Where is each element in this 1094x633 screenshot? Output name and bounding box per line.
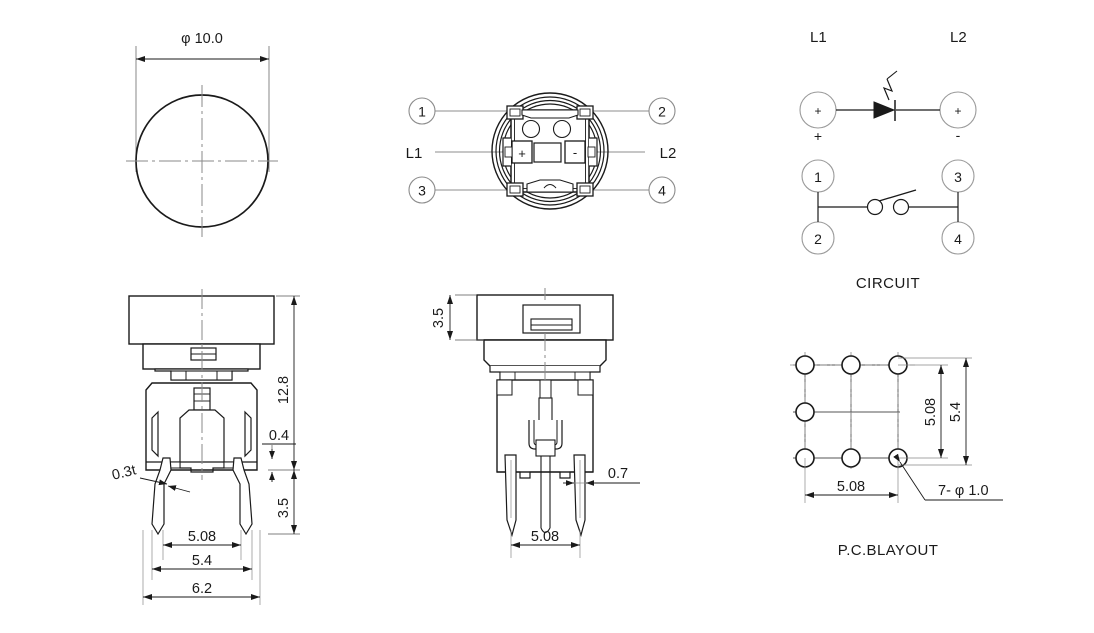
circuit-pin-1-label: 1 (814, 169, 822, 185)
terminal-pin-4-label: 4 (658, 183, 666, 199)
circuit-anode-polarity: + (814, 128, 822, 144)
terminal-led-l1-label: L1 (406, 145, 423, 162)
side-view-overall-width-dim: 6.2 (192, 581, 212, 597)
circuit-anode-node-label: + (814, 104, 821, 118)
pcb-caption: P.C.BLAYOUT (838, 542, 939, 559)
front-view-pitch-dim: 5.08 (531, 529, 559, 545)
pcb-view: 5.08 5.4 5.08 7- φ 1.0 P.C.BLAYOUT (790, 352, 1003, 559)
circuit-cathode-node-label: + (954, 104, 961, 118)
circuit-cathode-polarity: - (956, 127, 961, 143)
bottom-terminal-view: 1 3 L1 2 4 L2 (406, 92, 677, 210)
circuit-pin-2-label: 2 (814, 231, 822, 247)
top-view: φ 10.0 (126, 31, 278, 237)
circuit-pin-3-label: 3 (954, 169, 962, 185)
pcb-pitch-x-dim: 5.08 (837, 479, 865, 495)
front-view-cap-height-dim: 3.5 (431, 308, 447, 328)
circuit-l2-label: L2 (950, 29, 967, 46)
side-view-lead-height-dim: 3.5 (276, 498, 292, 518)
terminal-led-l2-label: L2 (660, 145, 677, 162)
pcb-pitch-y-dim: 5.08 (923, 398, 939, 426)
circuit-l1-label: L1 (810, 29, 827, 46)
pcb-span-y-dim: 5.4 (948, 402, 964, 422)
side-view-pitch-dim: 5.08 (188, 529, 216, 545)
front-view: 3.5 0.7 5.08 (431, 288, 640, 558)
terminal-minus-marker: - (573, 145, 577, 160)
side-view: 12.8 3.5 0.4 0.3t 5.08 5.4 6.2 (110, 289, 300, 605)
side-view-height-dim: 12.8 (276, 376, 292, 404)
circuit-view: L1 L2 + + + - 1 2 3 4 CIRCUIT (799, 29, 977, 292)
terminal-plus-marker: + (518, 146, 526, 161)
top-view-diameter-label: φ 10.0 (181, 31, 223, 47)
pcb-hole-group (795, 355, 908, 468)
terminal-pin-3-label: 3 (418, 183, 426, 199)
circuit-caption: CIRCUIT (856, 275, 920, 292)
terminal-pin-1-label: 1 (418, 104, 426, 120)
side-view-gap-dim: 0.4 (269, 428, 289, 444)
pcb-hole-note: 7- φ 1.0 (938, 483, 989, 499)
side-view-body-width-dim: 5.4 (192, 553, 212, 569)
front-view-lead-width-dim: 0.7 (608, 466, 628, 482)
terminal-pin-2-label: 2 (658, 104, 666, 120)
circuit-pin-4-label: 4 (954, 231, 962, 247)
side-view-thickness-dim: 0.3t (110, 462, 137, 483)
